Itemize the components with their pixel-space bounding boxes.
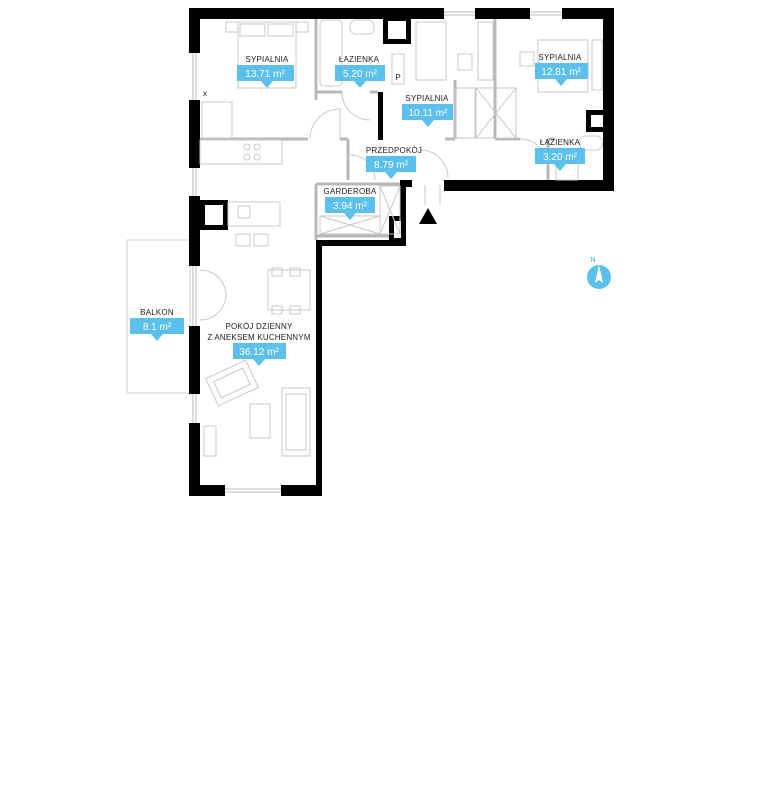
room-pokoj-dzienny: POKÓJ DZIENNY Z ANEKSEM KUCHENNYM 36.12 … [207,322,311,366]
exterior-walls [189,8,614,496]
room-sypialnia-3: SYPIALNIA 12.81 m² [535,53,588,86]
room-lazienka-2: ŁAZIENKA 3.20 m² [535,138,585,171]
x-mark: x [203,89,207,98]
room-balkon: BALKON 8.1 m² [130,308,184,341]
room-area: 5.20 m² [343,69,378,80]
room-label: GARDEROBA [324,187,377,196]
room-label: BALKON [140,308,174,317]
room-label-line2: Z ANEKSEM KUCHENNYM [207,333,311,342]
room-sypialnia-2: SYPIALNIA 10.11 m² [402,94,453,127]
room-sypialnia-1: SYPIALNIA 13.71 m² [237,55,294,88]
room-area: 8.79 m² [374,160,409,171]
room-lazienka-1: ŁAZIENKA 5.20 m² [335,55,385,88]
room-label: ŁAZIENKA [540,138,581,147]
balcony-outline [126,239,191,394]
room-przedpokoj: PRZEDPOKÓJ 8.79 m² [366,146,422,179]
room-area: 3.94 m² [333,201,368,212]
room-area: 13.71 m² [245,69,285,80]
room-area: 36.12 m² [239,347,279,358]
room-label: SYPIALNIA [245,55,289,64]
room-label: PRZEDPOKÓJ [366,146,422,155]
room-area: 12.81 m² [541,67,581,78]
room-label: POKÓJ DZIENNY [225,322,293,331]
room-area: 3.20 m² [543,152,578,163]
interior-partitions [200,12,555,240]
room-garderoba: GARDEROBA 3.94 m² [324,187,377,220]
room-label: ŁAZIENKA [339,55,380,64]
room-label: SYPIALNIA [538,53,582,62]
p-mark: P [395,73,400,82]
room-area: 8.1 m² [143,322,172,333]
compass-north-label: N [590,257,595,264]
room-area: 10.11 m² [409,108,448,119]
windows [192,11,562,493]
entrance-triangle-icon [419,208,437,224]
compass-icon: N [587,257,611,289]
room-label: SYPIALNIA [405,94,449,103]
furniture [199,19,603,457]
